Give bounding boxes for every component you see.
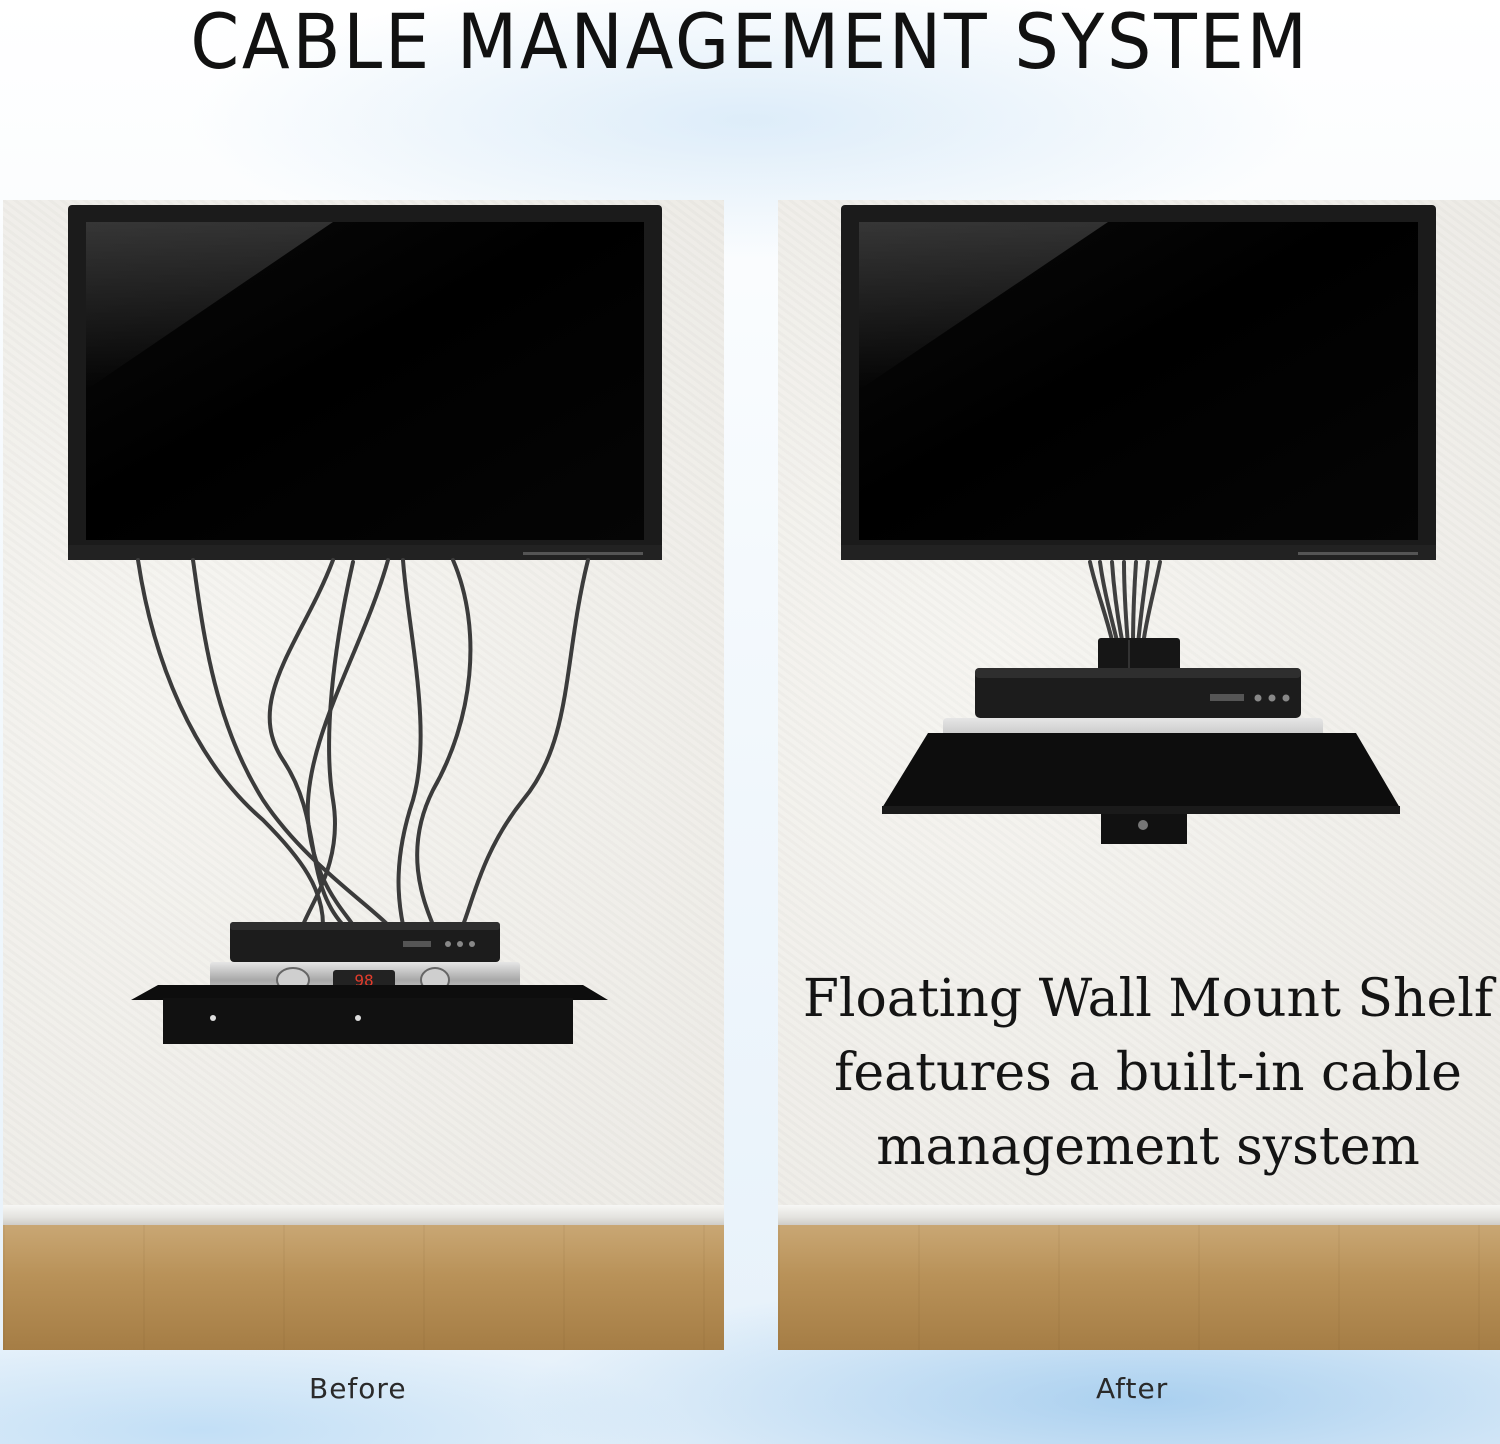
caption-line-3: management system <box>876 1117 1420 1177</box>
tv-after <box>841 205 1436 560</box>
before-scene: 98 <box>3 200 724 1350</box>
floating-shelf-before <box>131 985 608 1044</box>
baseboard <box>778 1205 1500 1225</box>
after-illustration: 98 <box>841 205 1436 844</box>
before-illustration: 98 <box>68 205 662 1044</box>
caption-line-1: Floating Wall Mount Shelf <box>802 969 1494 1029</box>
tangled-cables <box>136 558 590 927</box>
feature-caption: Floating Wall Mount Shelf features a bui… <box>798 962 1498 1184</box>
caption-line-2: features a built-in cable <box>834 1043 1462 1103</box>
floating-shelf-after <box>882 733 1400 844</box>
bundled-cables <box>1088 560 1162 647</box>
bluray-player-after <box>975 668 1301 718</box>
after-label: After <box>1096 1372 1169 1405</box>
wood-floor <box>3 1225 724 1350</box>
before-label: Before <box>309 1372 407 1405</box>
baseboard <box>3 1205 724 1225</box>
cable-management-clip <box>1098 638 1180 674</box>
wood-floor <box>778 1225 1500 1350</box>
after-scene: 98 <box>778 200 1500 1350</box>
page-title: CABLE MANAGEMENT SYSTEM <box>190 0 1310 86</box>
bluray-player-before <box>230 922 500 962</box>
tv-before <box>68 205 662 560</box>
